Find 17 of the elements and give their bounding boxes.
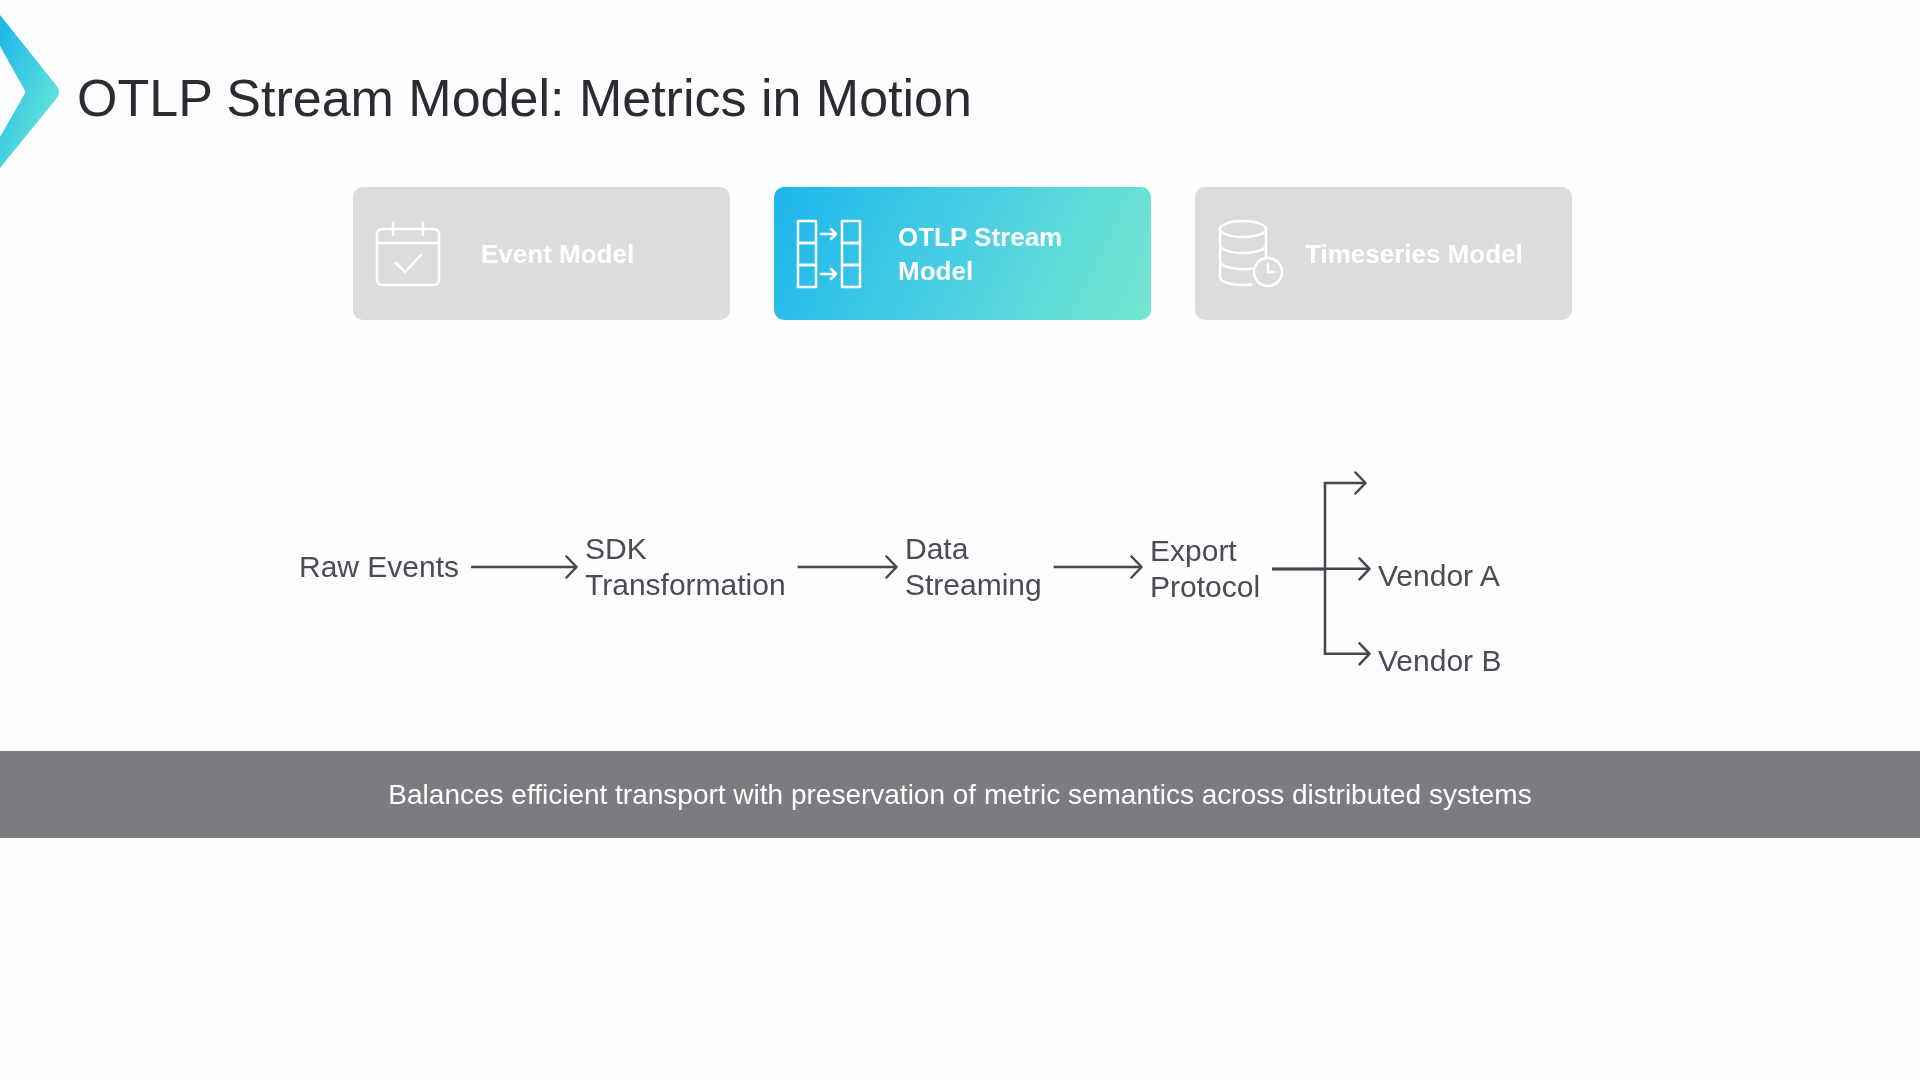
card-label: OTLP Stream Model bbox=[898, 220, 1064, 288]
selected-model-card bbox=[774, 187, 1151, 320]
step-label: Vendor A bbox=[1370, 558, 1508, 594]
arrow bbox=[797, 555, 898, 579]
arrow bbox=[471, 555, 578, 579]
arrow bbox=[1053, 555, 1143, 579]
step-label: SDK Transformation bbox=[577, 531, 794, 603]
step-label: Export Protocol bbox=[1142, 533, 1269, 605]
caption-text: Balances efficient transport with preservation of metric semantics across distributed systems bbox=[388, 777, 1532, 812]
model-card bbox=[353, 187, 730, 320]
step-label: Data Streaming bbox=[897, 531, 1050, 603]
model-card bbox=[1195, 187, 1572, 320]
caption-band bbox=[0, 751, 1920, 838]
branch-arrow bbox=[1272, 567, 1371, 666]
page-title: OTLP Stream Model: Metrics in Motion bbox=[77, 68, 972, 129]
step-label: Vendor B bbox=[1370, 643, 1510, 679]
step-label: Raw Events bbox=[291, 549, 468, 585]
